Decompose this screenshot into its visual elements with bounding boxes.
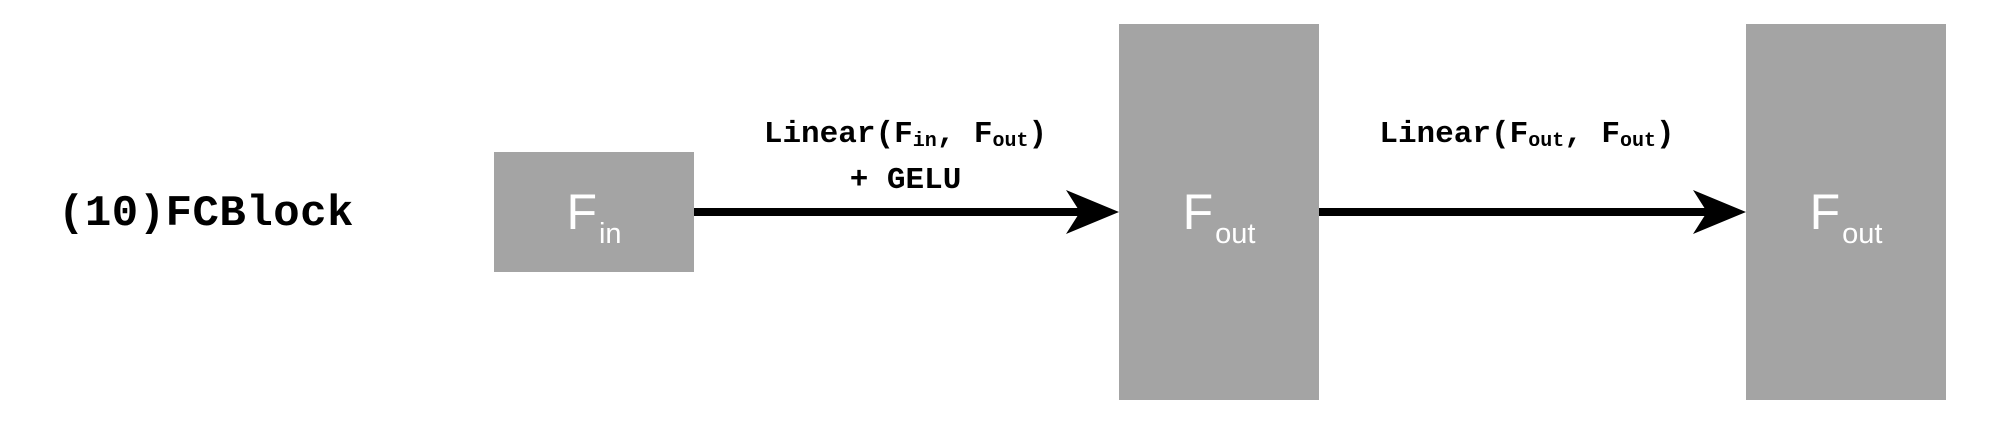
arrow-linear-gelu <box>694 190 1119 234</box>
edge-2-arg2: F <box>1601 117 1621 152</box>
hidden-feature-symbol: F <box>1182 184 1214 240</box>
arrowhead-1 <box>1066 190 1119 234</box>
edge-1-function: Linear( <box>763 117 895 152</box>
edge-2-separator: , <box>1564 117 1602 152</box>
edge-1-close: ) <box>1028 117 1048 152</box>
edge-label-linear-out-out: Linear(Fout, Fout) <box>1352 116 1702 157</box>
edge-2-arg1: F <box>1509 117 1529 152</box>
input-feature-symbol: F <box>566 184 597 240</box>
edge-2-arg1-sub: out <box>1528 130 1565 153</box>
arrow-linear <box>1319 190 1746 234</box>
edge-label-linear-in-out: Linear(Fin, Fout) <box>738 116 1073 157</box>
edge-2-close: ) <box>1656 117 1675 152</box>
arrowhead-2 <box>1693 190 1746 234</box>
edge-1-arg2: F <box>973 117 993 152</box>
edge-1-arg1-sub: in <box>912 130 937 153</box>
edge-1-arg2-sub: out <box>992 130 1029 153</box>
edge-1-arg1: F <box>894 117 913 152</box>
edge-2-function: Linear( <box>1379 117 1510 152</box>
hidden-feature-subscript: out <box>1215 217 1256 250</box>
block-title: (10)FCBlock <box>58 189 354 239</box>
edge-label-activation: + GELU <box>849 163 962 198</box>
output-feature-subscript: out <box>1842 217 1883 250</box>
output-feature-symbol: F <box>1809 184 1841 240</box>
edge-2-arg2-sub: out <box>1620 130 1657 153</box>
edge-1-separator: , <box>936 117 974 152</box>
input-feature-subscript: in <box>598 217 622 250</box>
